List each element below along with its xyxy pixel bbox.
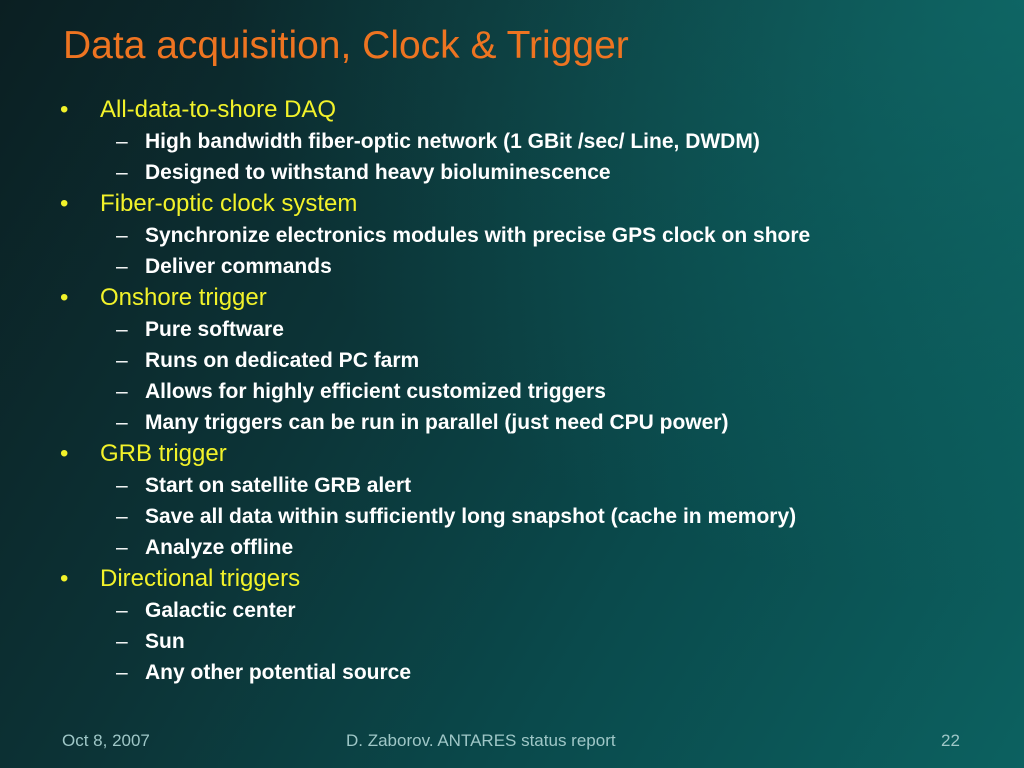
bullet-text: Fiber-optic clock system xyxy=(100,190,358,217)
slide-title: Data acquisition, Clock & Trigger xyxy=(63,24,629,67)
sub-marker: – xyxy=(116,224,128,247)
sub-item: – Start on satellite GRB alert xyxy=(58,470,998,501)
sub-text: Analyze offline xyxy=(145,536,294,559)
bullet-marker: • xyxy=(60,284,69,311)
sub-text: Many triggers can be run in parallel (ju… xyxy=(145,411,729,434)
bullet-item: • Onshore trigger xyxy=(58,282,998,314)
sub-item: – Analyze offline xyxy=(58,532,998,563)
footer-page-number: 22 xyxy=(941,731,960,750)
sub-marker: – xyxy=(116,505,128,528)
sub-text: Pure software xyxy=(145,318,284,341)
sub-marker: – xyxy=(116,161,128,184)
footer-title: D. Zaborov. ANTARES status report xyxy=(346,731,616,750)
sub-text: Synchronize electronics modules with pre… xyxy=(145,224,811,247)
bullet-text: Onshore trigger xyxy=(100,284,267,311)
sub-item: – Designed to withstand heavy biolumines… xyxy=(58,157,998,188)
sub-marker: – xyxy=(116,318,128,341)
sub-item: – Pure software xyxy=(58,314,998,345)
sub-marker: – xyxy=(116,349,128,372)
bullet-item: • Fiber-optic clock system xyxy=(58,188,998,220)
sub-item: – Deliver commands xyxy=(58,251,998,282)
bullet-item: • GRB trigger xyxy=(58,438,998,470)
sub-item: – Galactic center xyxy=(58,595,998,626)
slide-content: • All-data-to-shore DAQ – High bandwidth… xyxy=(58,94,998,688)
sub-marker: – xyxy=(116,474,128,497)
sub-text: Sun xyxy=(145,630,185,653)
sub-item: – Synchronize electronics modules with p… xyxy=(58,220,998,251)
sub-item: – Sun xyxy=(58,626,998,657)
sub-item: – Save all data within sufficiently long… xyxy=(58,501,998,532)
bullet-text: Directional triggers xyxy=(100,565,301,592)
sub-text: Allows for highly efficient customized t… xyxy=(145,380,606,403)
sub-marker: – xyxy=(116,255,128,278)
sub-text: Save all data within sufficiently long s… xyxy=(145,505,797,528)
sub-marker: – xyxy=(116,536,128,559)
sub-marker: – xyxy=(116,130,128,153)
bullet-marker: • xyxy=(60,440,69,467)
bullet-marker: • xyxy=(60,190,69,217)
sub-text: Runs on dedicated PC farm xyxy=(145,349,420,372)
sub-text: Galactic center xyxy=(145,599,296,622)
sub-marker: – xyxy=(116,630,128,653)
bullet-text: All-data-to-shore DAQ xyxy=(100,96,337,123)
bullet-item: • All-data-to-shore DAQ xyxy=(58,94,998,126)
sub-text: Any other potential source xyxy=(145,661,412,684)
sub-marker: – xyxy=(116,661,128,684)
bullet-text: GRB trigger xyxy=(100,440,227,467)
sub-text: Designed to withstand heavy bioluminesce… xyxy=(145,161,611,184)
sub-text: Start on satellite GRB alert xyxy=(145,474,412,497)
sub-text: Deliver commands xyxy=(145,255,332,278)
bullet-marker: • xyxy=(60,96,69,123)
sub-marker: – xyxy=(116,411,128,434)
sub-item: – Runs on dedicated PC farm xyxy=(58,345,998,376)
sub-item: – Any other potential source xyxy=(58,657,998,688)
footer-date: Oct 8, 2007 xyxy=(62,731,150,750)
bullet-item: • Directional triggers xyxy=(58,563,998,595)
sub-text: High bandwidth fiber-optic network (1 GB… xyxy=(145,130,760,153)
bullet-marker: • xyxy=(60,565,69,592)
sub-item: – Allows for highly efficient customized… xyxy=(58,376,998,407)
sub-marker: – xyxy=(116,380,128,403)
sub-item: – Many triggers can be run in parallel (… xyxy=(58,407,998,438)
sub-marker: – xyxy=(116,599,128,622)
sub-item: – High bandwidth fiber-optic network (1 … xyxy=(58,126,998,157)
